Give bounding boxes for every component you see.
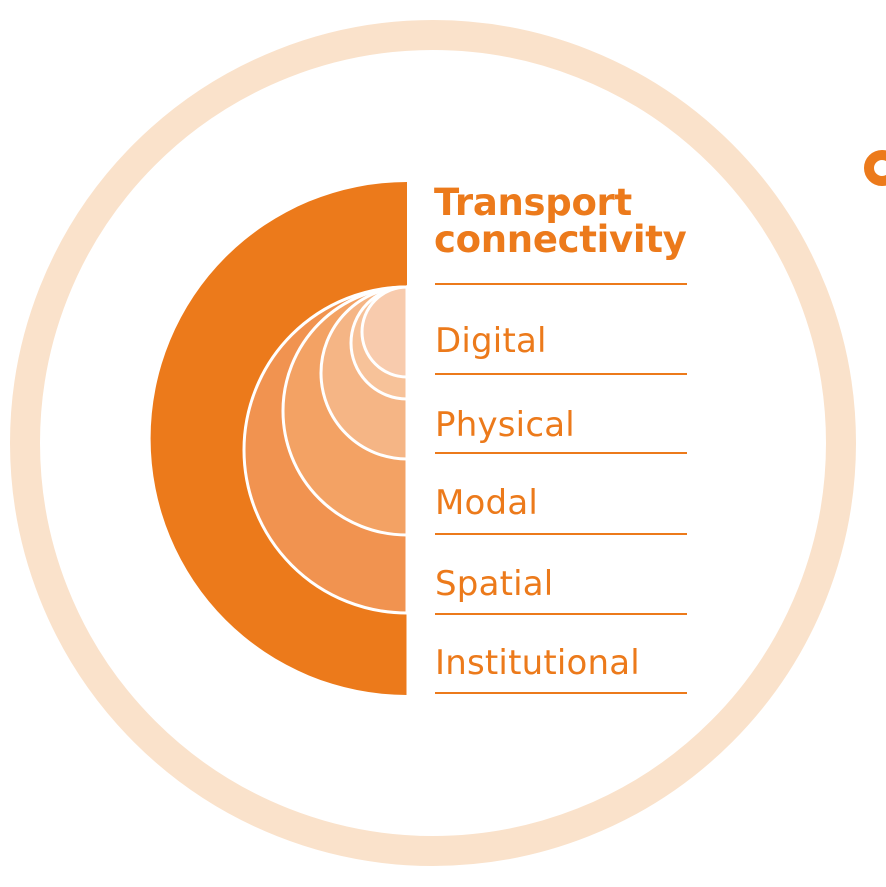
level-label-institutional: Institutional bbox=[435, 643, 640, 683]
level-underline-digital bbox=[435, 373, 687, 375]
outer-ring bbox=[10, 20, 856, 866]
half-circle-level-1 bbox=[360, 285, 409, 379]
level-underline-institutional bbox=[435, 692, 687, 694]
level-label-spatial: Spatial bbox=[435, 564, 554, 604]
level-underline-spatial bbox=[435, 613, 687, 615]
diagram-title: Transport connectivity bbox=[434, 181, 687, 261]
title-line-2: connectivity bbox=[434, 218, 687, 261]
level-label-modal: Modal bbox=[435, 483, 538, 523]
level-underline-modal bbox=[435, 533, 687, 535]
level-label-physical: Physical bbox=[435, 405, 575, 445]
level-label-digital: Digital bbox=[435, 321, 547, 361]
partial-circle-icon bbox=[864, 150, 886, 190]
title-underline bbox=[435, 283, 687, 285]
title-line-1: Transport bbox=[434, 181, 632, 224]
level-underline-physical bbox=[435, 452, 687, 454]
